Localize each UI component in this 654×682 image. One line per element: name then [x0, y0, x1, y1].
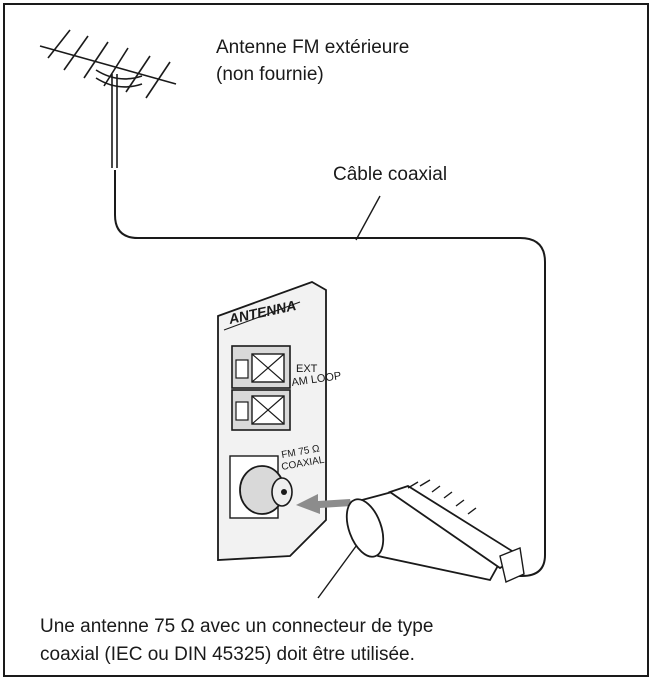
coaxial-plug-icon: [345, 479, 525, 583]
figure-frame: [3, 3, 649, 677]
outdoor-antenna-line1: Antenne FM extérieure: [216, 37, 410, 58]
cable-leader-line: [355, 195, 381, 241]
note-line1: Une antenne 75 Ω avec un connecteur de t…: [40, 616, 434, 637]
note-line2: coaxial (IEC ou DIN 45325) doit être uti…: [40, 644, 415, 665]
outdoor-antenna-line2: (non fournie): [216, 64, 324, 85]
antenna-note: Une antenne 75 Ω avec un connecteur de t…: [40, 613, 620, 669]
fm-antenna-icon: [39, 29, 177, 168]
connector-leader-line: [317, 537, 363, 599]
am-loop-terminals: [231, 345, 291, 431]
insert-arrow-icon: [296, 494, 352, 514]
outdoor-antenna-label: Antenne FM extérieure (non fournie): [216, 34, 409, 88]
fm-coaxial-socket: [229, 455, 293, 519]
ext-label: EXT: [296, 363, 318, 375]
antenna-panel: ANTENNA EXT AM LOOP FM 75 Ω COAXIAL: [217, 281, 342, 561]
coaxial-cable: [114, 170, 546, 577]
coax-cable-label: Câble coaxial: [333, 164, 448, 185]
